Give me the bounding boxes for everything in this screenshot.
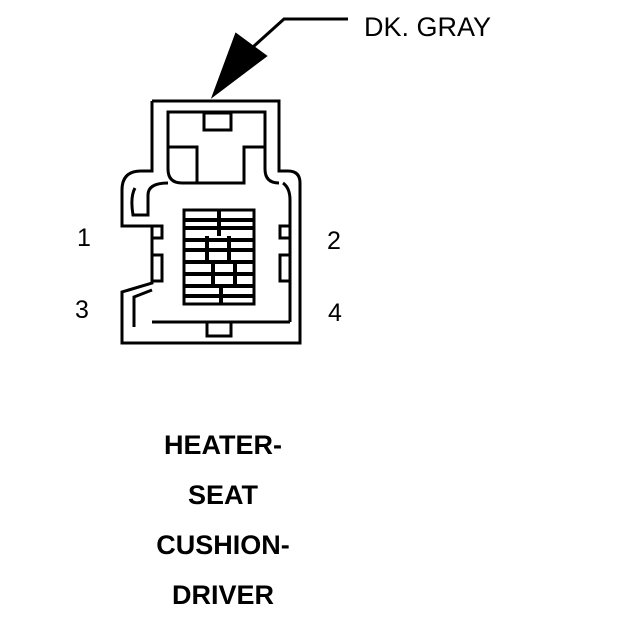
caption-line: CUSHION- <box>156 530 290 560</box>
rib-right-upper <box>278 224 292 240</box>
cavity-bar <box>184 260 254 264</box>
rib-left-upper <box>150 224 164 240</box>
cavity-divider <box>217 210 221 236</box>
latch-tab-bottom <box>205 320 233 338</box>
latch-tab-top <box>202 111 233 132</box>
cavity-divider <box>233 264 237 288</box>
cavity-divider <box>205 236 209 264</box>
pin-number-1: 1 <box>77 224 91 252</box>
leader-arrowhead <box>210 32 268 99</box>
cavity-divider <box>211 264 215 288</box>
rib-right-lower <box>278 253 292 283</box>
cavity-divider <box>227 236 231 264</box>
cavity-bar <box>184 272 254 276</box>
wire-color-label: DK. GRAY <box>364 12 492 42</box>
connector-diagram <box>120 17 348 345</box>
pin-number-2: 2 <box>327 227 341 255</box>
connector-caption: HEATER- SEAT CUSHION- DRIVER <box>103 420 343 620</box>
cavity-divider <box>219 288 223 304</box>
terminal-cavities <box>184 210 254 304</box>
rib-left-lower <box>150 253 164 283</box>
cavity-bar <box>184 284 254 288</box>
leader-line <box>241 17 348 58</box>
cavity-bar <box>184 248 254 252</box>
connector-inner-shell <box>166 110 267 185</box>
caption-line: DRIVER <box>171 580 274 610</box>
cavity-bar <box>184 238 254 242</box>
caption-line: HEATER- <box>164 430 282 460</box>
caption-line: SEAT <box>187 480 258 510</box>
pin-number-4: 4 <box>328 299 342 327</box>
connector-inner-body <box>130 147 292 327</box>
pin-number-3: 3 <box>75 296 89 324</box>
